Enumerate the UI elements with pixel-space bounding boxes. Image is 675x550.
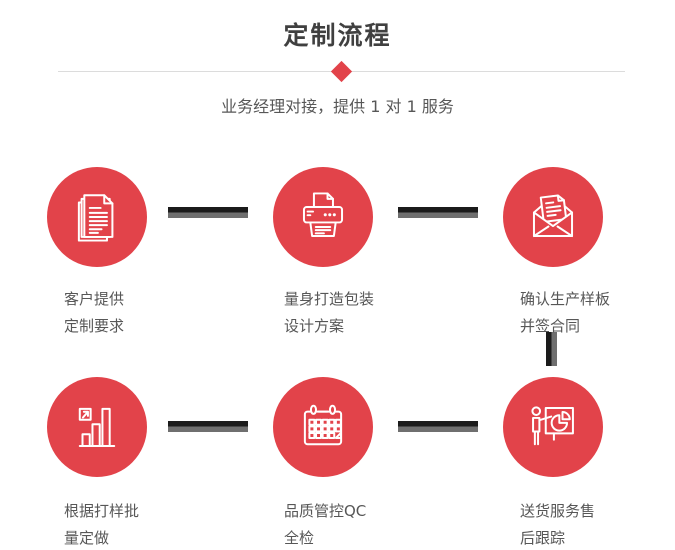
step-label-line1: 根据打样批: [64, 502, 140, 520]
step-delivery-aftersales: 送货服务售 后跟踪: [503, 377, 673, 550]
step-label-line2: 定制要求: [64, 317, 125, 335]
step-sample-contract: 确认生产样板 并签合同: [503, 167, 673, 347]
step-label: 确认生产样板 并签合同: [520, 286, 610, 340]
step-label: 量身打造包装 设计方案: [284, 286, 374, 340]
envelope-icon: [532, 194, 574, 238]
step-label-line2: 后跟踪: [520, 529, 566, 547]
step-circle: [273, 167, 373, 267]
documents-icon: [77, 194, 114, 242]
connector-row2-left: [168, 421, 248, 432]
step-label-line1: 量身打造包装: [284, 290, 375, 308]
connector-row1-right: [398, 207, 478, 218]
step-label-line2: 并签合同: [520, 317, 581, 335]
connector-row1-left: [168, 207, 248, 218]
step-label: 客户提供 定制要求: [64, 286, 124, 340]
step-batch-production: 根据打样批 量定做: [47, 377, 217, 550]
step-packaging-design: 量身打造包装 设计方案: [273, 167, 443, 347]
step-label: 根据打样批 量定做: [64, 498, 139, 550]
page-title: 定制流程: [283, 21, 392, 50]
presentation-icon: [531, 406, 574, 446]
calendar-icon: [303, 404, 343, 446]
subtitle: 业务经理对接，提供 1 对 1 服务: [221, 97, 454, 116]
step-label: 品质管控QC 全检: [284, 498, 366, 550]
step-customer-requirements: 客户提供 定制要求: [47, 167, 217, 347]
step-circle: [47, 377, 147, 477]
step-circle: [503, 377, 603, 477]
step-label-line1: 品质管控QC: [284, 502, 367, 520]
step-circle: [47, 167, 147, 267]
step-qc-inspection: 品质管控QC 全检: [273, 377, 443, 550]
step-label-line2: 全检: [284, 529, 315, 547]
step-label-line1: 客户提供: [64, 290, 125, 308]
diamond-icon: [330, 60, 353, 83]
step-label: 送货服务售 后跟踪: [520, 498, 595, 550]
step-label-line1: 送货服务售: [520, 502, 596, 520]
printer-icon: [302, 192, 344, 238]
bar-chart-icon: [78, 407, 116, 448]
step-circle: [503, 167, 603, 267]
connector-row2-right: [398, 421, 478, 432]
connector-vertical-right: [546, 332, 557, 366]
step-circle: [273, 377, 373, 477]
step-label-line2: 量定做: [64, 529, 110, 547]
step-label-line1: 确认生产样板: [520, 290, 611, 308]
step-label-line2: 设计方案: [284, 317, 345, 335]
